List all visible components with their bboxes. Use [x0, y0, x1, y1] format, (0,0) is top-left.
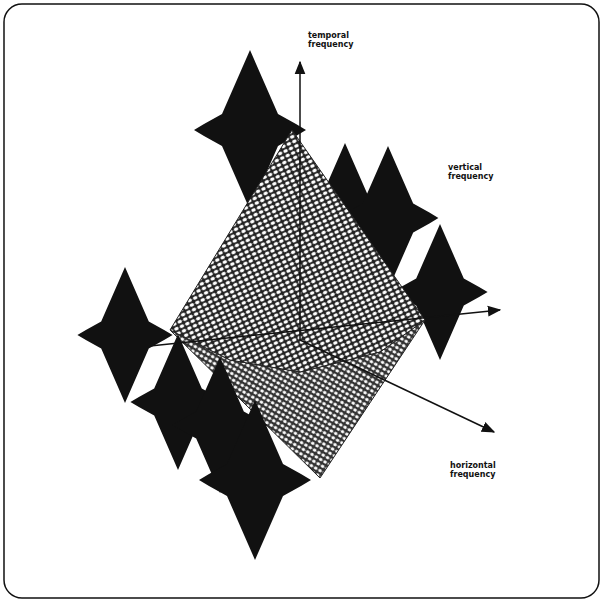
frame — [4, 4, 599, 598]
replica-diamonds-front — [130, 334, 311, 560]
axis-label: horizontal frequency — [448, 460, 510, 480]
axes — [150, 62, 500, 432]
axis-label: temporal frequency — [306, 30, 368, 50]
axis-label: vertical frequency — [446, 162, 508, 182]
replica-diamonds-back — [77, 50, 487, 403]
upper-cone — [170, 130, 425, 372]
